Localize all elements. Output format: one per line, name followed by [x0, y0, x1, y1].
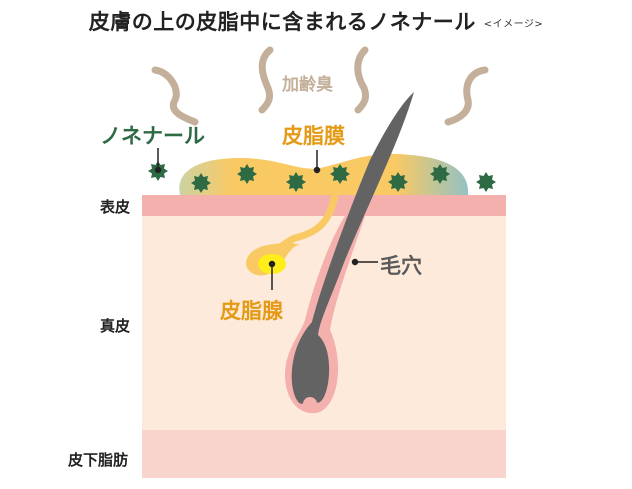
sebum-film	[179, 153, 469, 195]
sebaceous-gland-label: 皮脂腺	[220, 299, 283, 323]
subcutaneous-label: 皮下脂肪	[68, 451, 129, 469]
subcutaneous-layer	[142, 430, 506, 478]
odor-waves-icon	[151, 46, 489, 126]
hair-shaft	[291, 92, 414, 404]
page-title: 皮膚の上の皮脂中に含まれるノネナール <イメージ>	[0, 6, 632, 36]
epidermis-label: 表皮	[100, 198, 131, 216]
pore-label: 毛穴	[380, 254, 422, 278]
title-sub: <イメージ>	[483, 19, 544, 30]
title-main: 皮膚の上の皮脂中に含まれるノネナール	[88, 10, 476, 34]
odor-label: 加齢臭	[282, 75, 333, 95]
nonenal-label: ノネナール	[100, 124, 205, 148]
dermis-label: 真皮	[100, 317, 131, 335]
epidermis-layer	[142, 195, 506, 216]
sebum-film-label: 皮脂膜	[282, 124, 345, 148]
